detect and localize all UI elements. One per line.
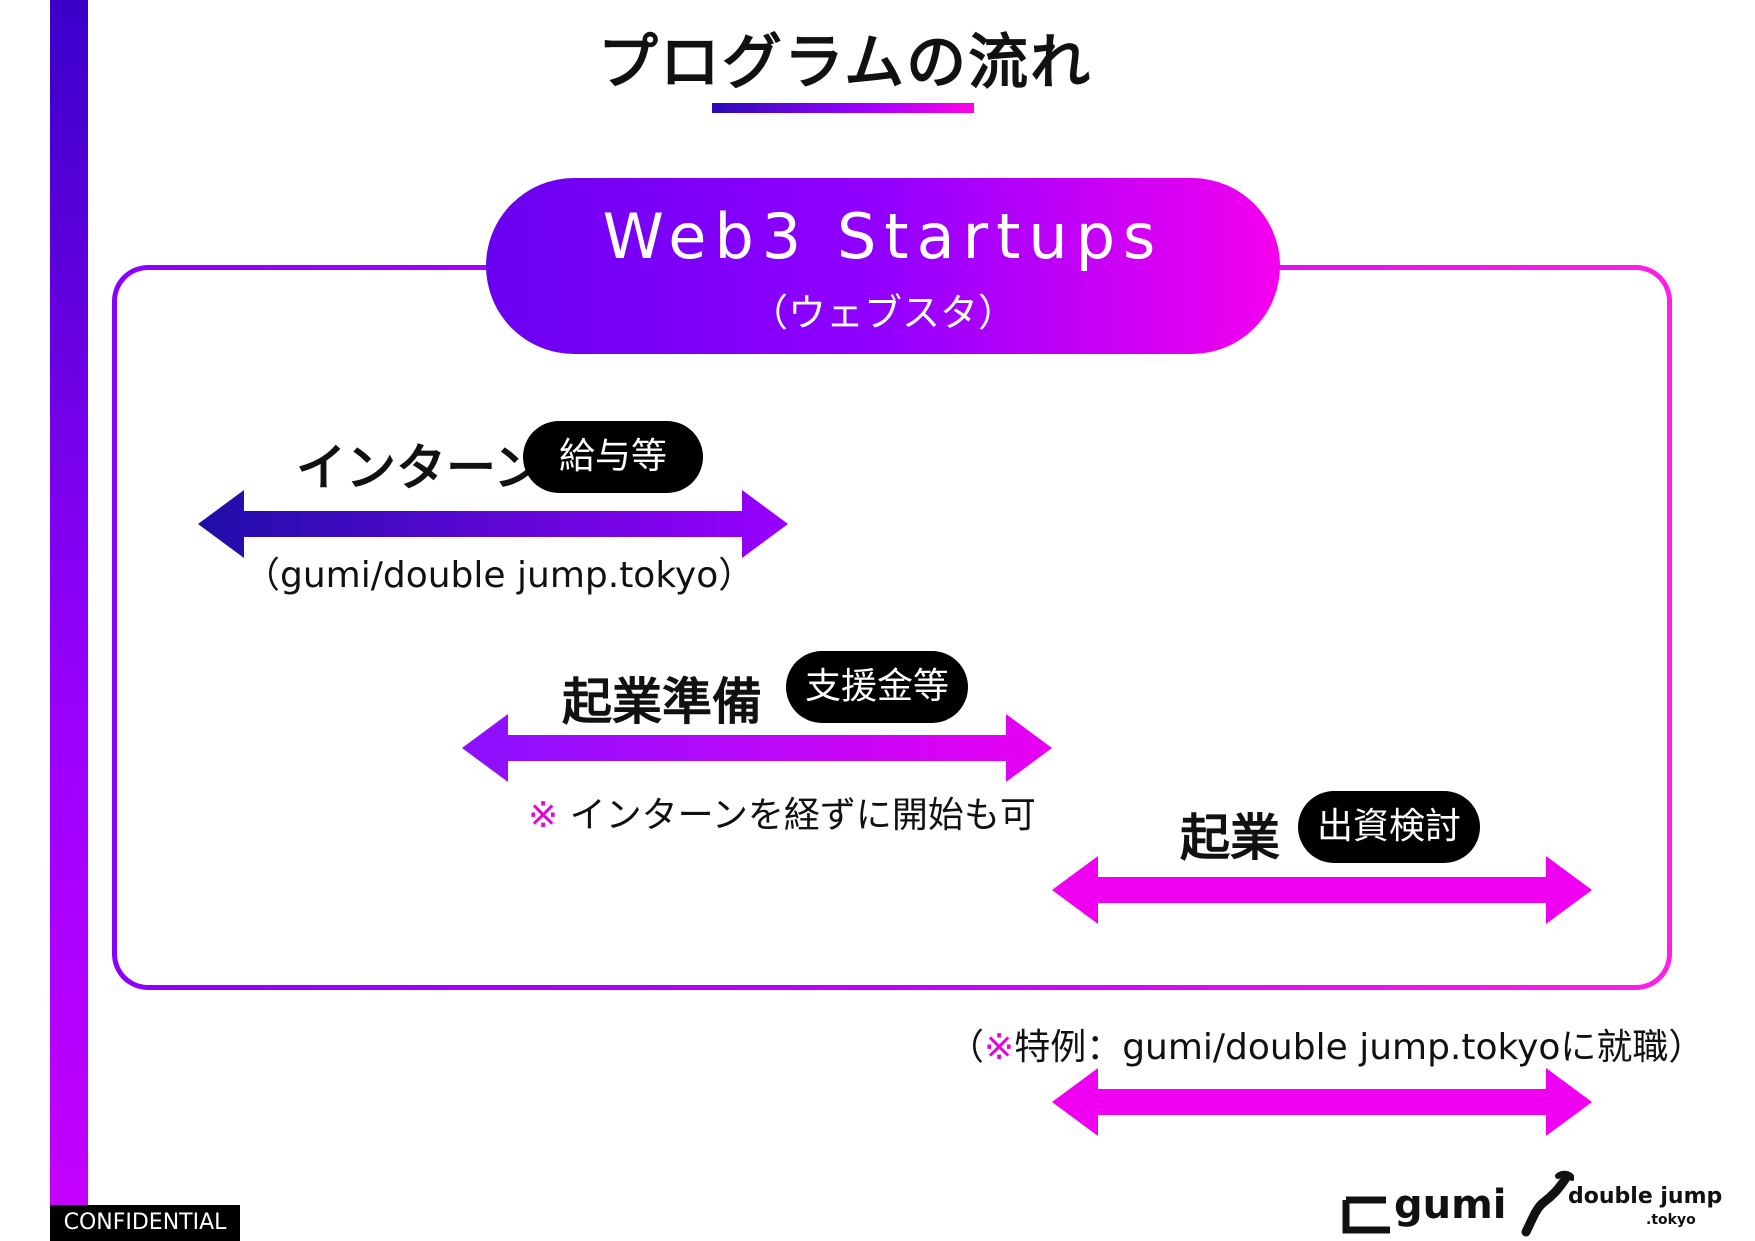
stage-startup-label: 起業 [1180, 809, 1280, 867]
double-jump-logo: double jump .tokyo [1518, 1168, 1722, 1238]
special-case-arrow [1052, 1068, 1592, 1136]
stage-startup-arrow [1052, 856, 1592, 924]
stage-intern-label: インターン [296, 439, 544, 497]
stage-intern-badge: 給与等 [523, 421, 703, 493]
note-mark: ※ [528, 795, 559, 836]
page-title: プログラムの流れ [597, 28, 1093, 98]
program-frame [112, 265, 1672, 990]
stage-startup-badge: 出資検討 [1298, 791, 1480, 863]
stage-prep-arrow [462, 714, 1052, 782]
special-text: 特例：gumi/double jump.tokyoに就職） [1014, 1027, 1705, 1068]
confidential-label: CONFIDENTIAL [50, 1205, 240, 1241]
double-jump-logo-text: double jump [1568, 1184, 1723, 1209]
note-text: インターンを経ずに開始も可 [558, 795, 1036, 836]
program-pill: Web3 Startups （ウェブスタ） [486, 178, 1280, 354]
stage-prep-note: ※ インターンを経ずに開始も可 [528, 786, 1036, 838]
special-case-caption: （※特例：gumi/double jump.tokyoに就職） [948, 1018, 1704, 1070]
special-open: （ [948, 1027, 985, 1068]
stage-prep-label: 起業準備 [562, 673, 762, 731]
gumi-logo-text: gumi [1394, 1182, 1507, 1228]
stage-intern-caption: （gumi/double jump.tokyo） [244, 555, 755, 596]
program-name: Web3 Startups [602, 200, 1164, 273]
title-underline [712, 103, 974, 113]
special-mark: ※ [984, 1027, 1015, 1068]
stage-intern-arrow [198, 490, 788, 558]
left-accent-bar [50, 0, 88, 1205]
brush-stroke-icon [1521, 1170, 1574, 1237]
gumi-logo-mark-icon [1342, 1196, 1390, 1234]
double-jump-logo-sub: .tokyo [1646, 1212, 1696, 1228]
program-subname: （ウェブスタ） [749, 291, 1016, 335]
stage-prep-badge: 支援金等 [786, 651, 968, 723]
